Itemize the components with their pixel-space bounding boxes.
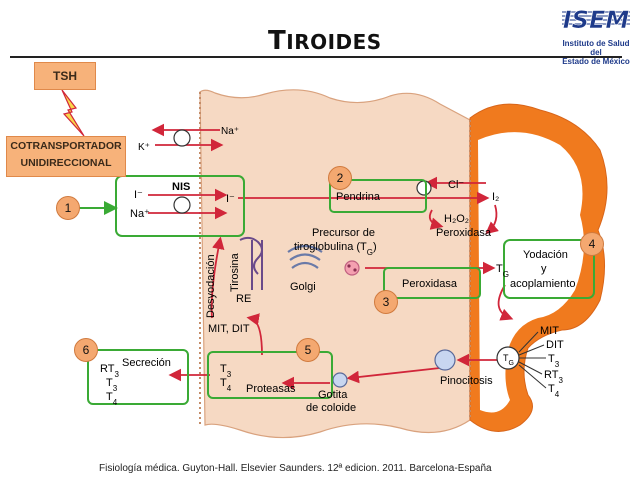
golgi-apparatus bbox=[287, 244, 323, 269]
box-secretion bbox=[87, 349, 189, 405]
label-sec-t3: T3 bbox=[106, 377, 118, 393]
label-col-dit: DIT bbox=[546, 339, 564, 351]
arrow-h2o2 bbox=[428, 209, 444, 230]
label-col-t3: T3 bbox=[548, 353, 560, 369]
cotransporter-line-1: COTRANSPORTADOR bbox=[10, 140, 122, 152]
label-golgi: Golgi bbox=[290, 281, 316, 293]
label-pendrina: Pendrina bbox=[336, 191, 381, 203]
label-h2o2: H₂O₂ bbox=[444, 213, 469, 225]
label-col-mit: MIT bbox=[540, 325, 559, 337]
label-precursor-1: Precursor de bbox=[312, 227, 375, 239]
box-iodination bbox=[503, 239, 595, 299]
box-peroxidase bbox=[383, 267, 481, 299]
label-col-tg: TG bbox=[503, 353, 514, 367]
cotransporter-line-2: UNIDIRECCIONAL bbox=[20, 157, 112, 169]
label-pinocitosis: Pinocitosis bbox=[440, 375, 493, 387]
label-re: RE bbox=[236, 293, 251, 305]
label-i-minus-in: I⁻ bbox=[134, 189, 143, 201]
arrow-iodination bbox=[497, 284, 514, 321]
label-t4: T4 bbox=[220, 377, 232, 393]
label-proteasas: Proteasas bbox=[246, 383, 296, 395]
label-cl-minus: Cl⁻ bbox=[448, 179, 464, 191]
label-desyodacion: Desyodación bbox=[205, 254, 217, 318]
tsh-box: TSH bbox=[34, 62, 96, 90]
citation-footer: Fisiología médica. Guyton-Hall. Elsevier… bbox=[99, 463, 492, 474]
label-col-rt3: RT3 bbox=[544, 369, 563, 385]
badge-3: 3 bbox=[374, 290, 398, 314]
box-pendrin bbox=[329, 179, 427, 213]
page-title: TIROIDES bbox=[268, 26, 382, 56]
isem-logo-mark: ISEM bbox=[560, 6, 632, 34]
logo-subtitle-1: Instituto de Salud del bbox=[562, 39, 630, 57]
follicular-cell bbox=[199, 89, 471, 439]
label-tirosina: Tirosina bbox=[229, 252, 241, 292]
title-rule bbox=[10, 56, 622, 58]
label-peroxidasa-mid: Peroxidasa bbox=[402, 278, 458, 290]
label-t3: T3 bbox=[220, 363, 232, 379]
label-peroxidasa-top: Peroxidasa bbox=[436, 227, 492, 239]
badge-6: 6 bbox=[74, 338, 98, 362]
endoplasmic-reticulum bbox=[239, 236, 263, 290]
label-k-plus: K⁺ bbox=[138, 142, 150, 153]
arrow-deiodination bbox=[210, 236, 225, 319]
label-secrecion: Secreción bbox=[122, 357, 171, 369]
arrow-mit-dit bbox=[246, 313, 263, 356]
label-tg: TG bbox=[496, 263, 509, 279]
badge-4: 4 bbox=[580, 232, 604, 256]
label-yodacion-3: acoplamiento bbox=[510, 278, 575, 290]
label-i2: I₂ bbox=[492, 191, 499, 203]
tg-vesicle bbox=[344, 260, 360, 276]
label-precursor-2: tiroglobulina (TG) bbox=[294, 241, 377, 257]
tg-product-lines bbox=[518, 331, 547, 389]
label-rt3: RT3 bbox=[100, 363, 119, 379]
logo-text: ISEM bbox=[563, 6, 630, 34]
pinocytic-vesicle bbox=[434, 349, 456, 371]
label-yodacion-2: y bbox=[541, 263, 547, 275]
label-mit-dit: MIT, DIT bbox=[208, 323, 250, 335]
nis-transporter bbox=[173, 196, 191, 214]
arrow-i2 bbox=[485, 204, 499, 235]
label-yodacion-1: Yodación bbox=[523, 249, 568, 261]
isem-logo: ISEM Instituto de Salud del Estado de Mé… bbox=[560, 4, 632, 66]
cotransporter-box: COTRANSPORTADOR UNIDIRECCIONAL bbox=[6, 136, 126, 177]
arrow-droplet bbox=[346, 367, 441, 384]
badge-1: 1 bbox=[56, 196, 80, 220]
badge-2: 2 bbox=[328, 166, 352, 190]
label-nis: NIS bbox=[172, 181, 190, 193]
label-na-top: Na⁺ bbox=[221, 126, 239, 137]
colloid-lumen bbox=[478, 132, 584, 413]
pendrin-transporter bbox=[416, 180, 432, 196]
label-i-minus-mid: I⁻ bbox=[226, 193, 235, 205]
label-col-t4: T4 bbox=[548, 383, 560, 399]
label-gotita-2: de coloide bbox=[306, 402, 356, 414]
label-sec-t4: T4 bbox=[106, 391, 118, 407]
na-k-pump bbox=[173, 129, 191, 147]
badge-5: 5 bbox=[296, 338, 320, 362]
tsh-lightning-icon bbox=[61, 89, 85, 137]
colloid-droplet bbox=[332, 372, 348, 388]
box-proteases bbox=[207, 351, 333, 399]
label-gotita-1: Gotita bbox=[318, 389, 348, 401]
label-na-in: Na⁺ bbox=[130, 208, 150, 220]
logo-subtitle-2: Estado de México bbox=[562, 57, 630, 66]
